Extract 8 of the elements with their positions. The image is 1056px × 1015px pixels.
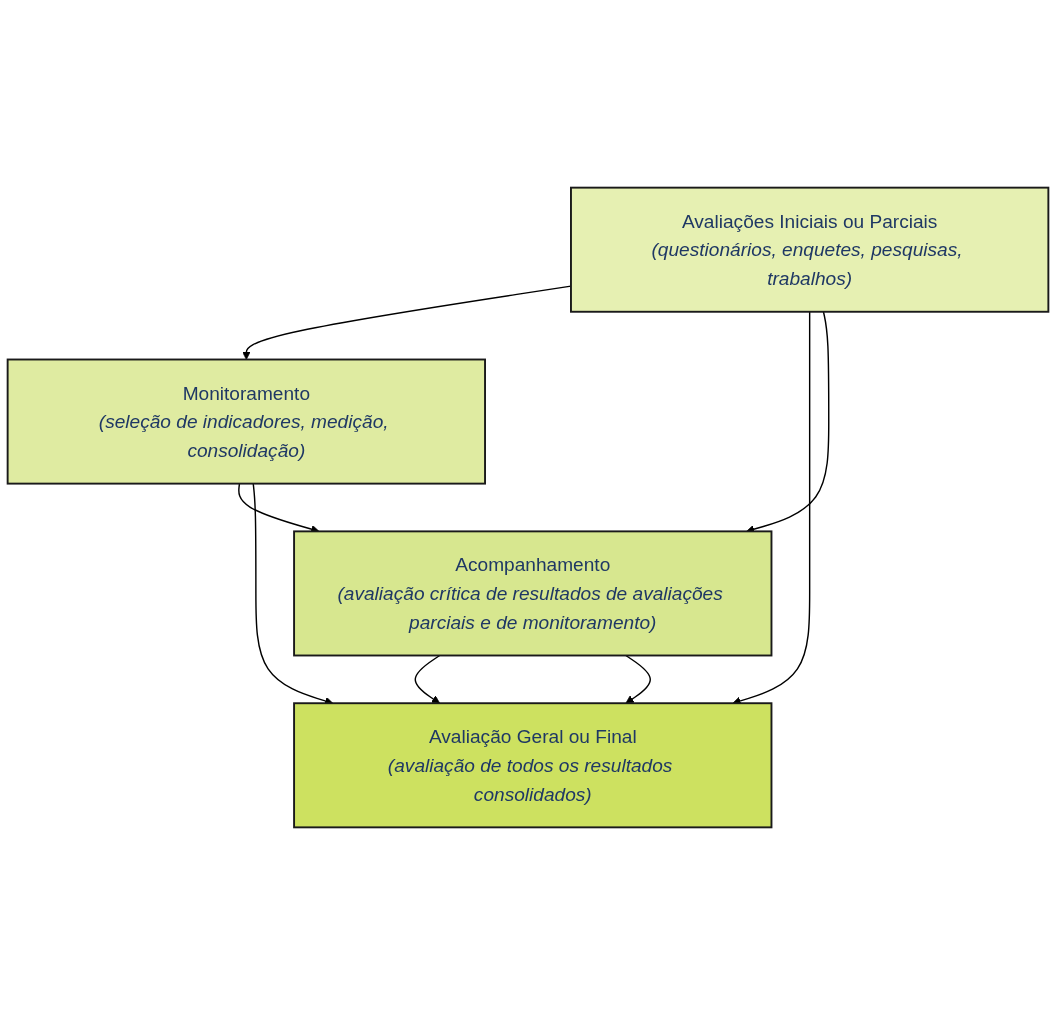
arrow [252, 482, 334, 705]
node-box: Monitoramento (seleção de indicadores, medição, consolidação) [6, 358, 486, 485]
node-box: Avaliação Geral ou Final (avaliação de todos os resultados consolidados) [293, 702, 773, 829]
arrow [625, 654, 651, 704]
arrow [414, 654, 441, 704]
node-box: Acompanhamento (avaliação crítica de resultados de avaliações parciais e de monitoramento) [293, 530, 773, 657]
arrow [732, 311, 811, 705]
node-box: Avaliações Iniciais ou Parciais (questionários, enquetes, pesquisas, trabalhos) [570, 186, 1050, 313]
